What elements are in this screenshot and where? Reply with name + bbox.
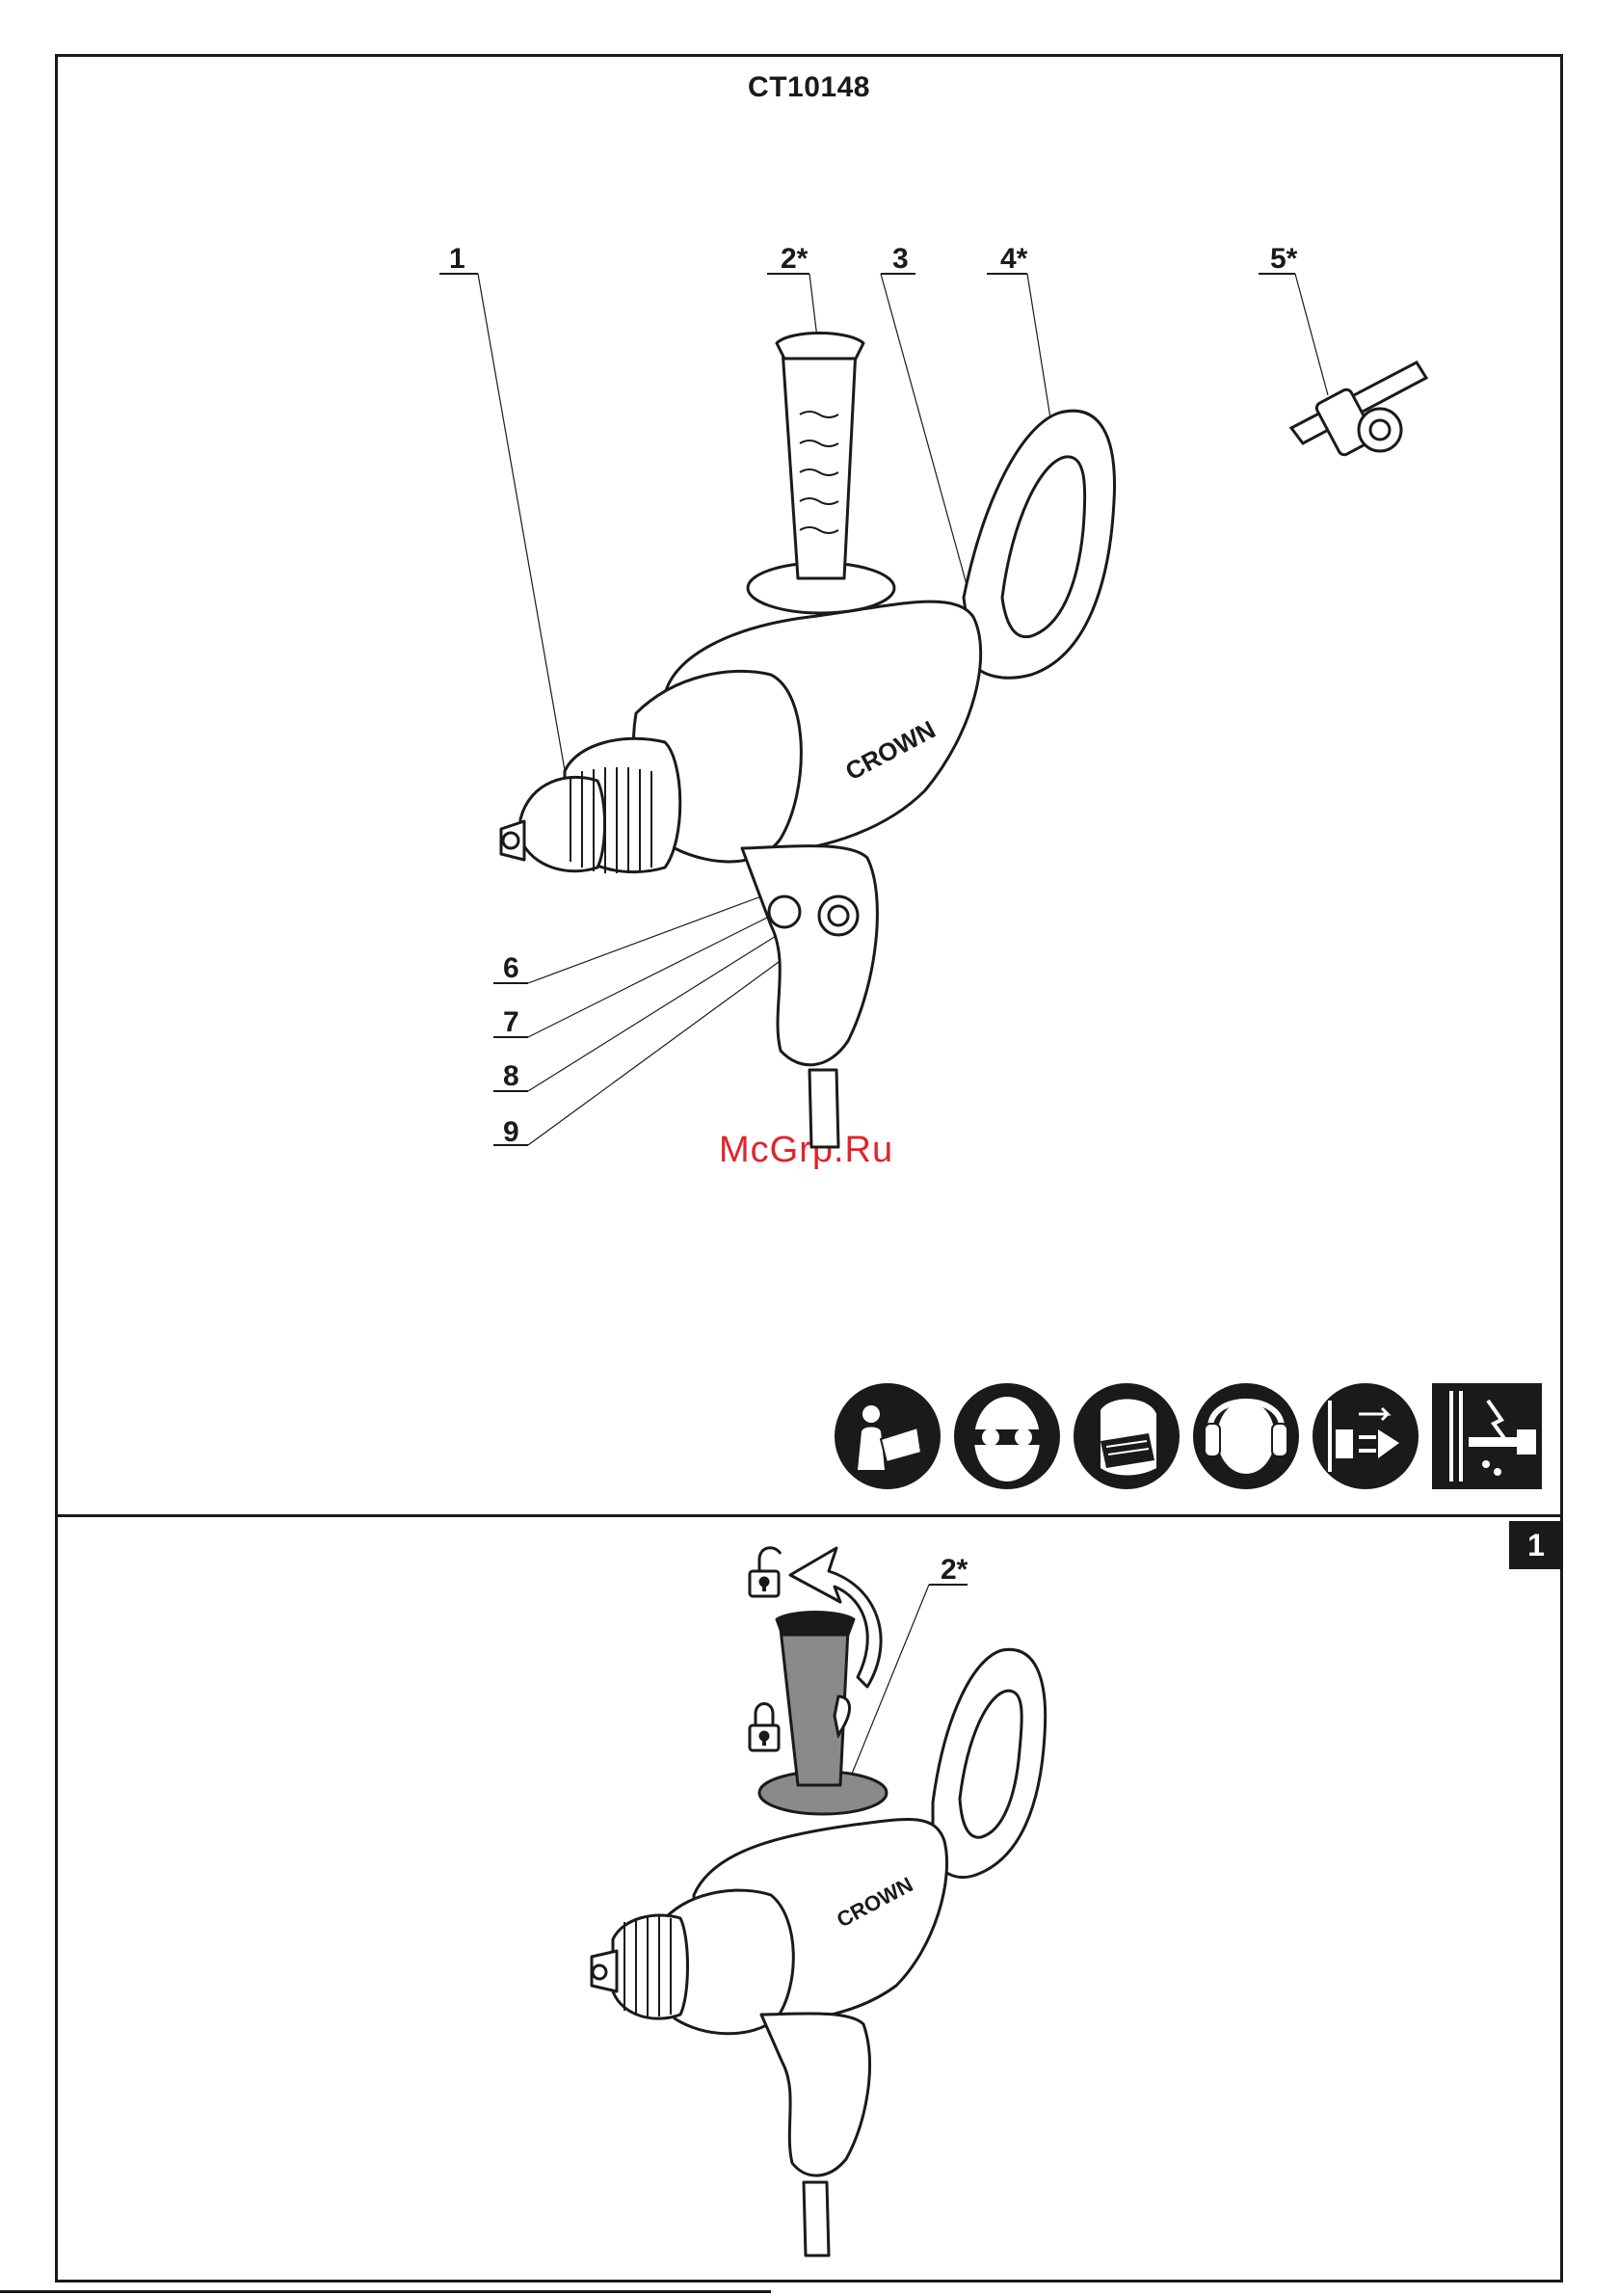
read-manual-icon (833, 1381, 942, 1491)
unlock-icon (750, 1548, 781, 1596)
ear-protection-icon (1191, 1381, 1301, 1491)
unplug-before-service-icon (1311, 1381, 1420, 1491)
dust-mask-icon (1072, 1381, 1181, 1491)
safety-goggles-icon (952, 1381, 1062, 1491)
page-bottom-rule (0, 2290, 771, 2293)
hidden-wires-warning-icon (1430, 1381, 1544, 1491)
lock-icon (750, 1704, 779, 1751)
